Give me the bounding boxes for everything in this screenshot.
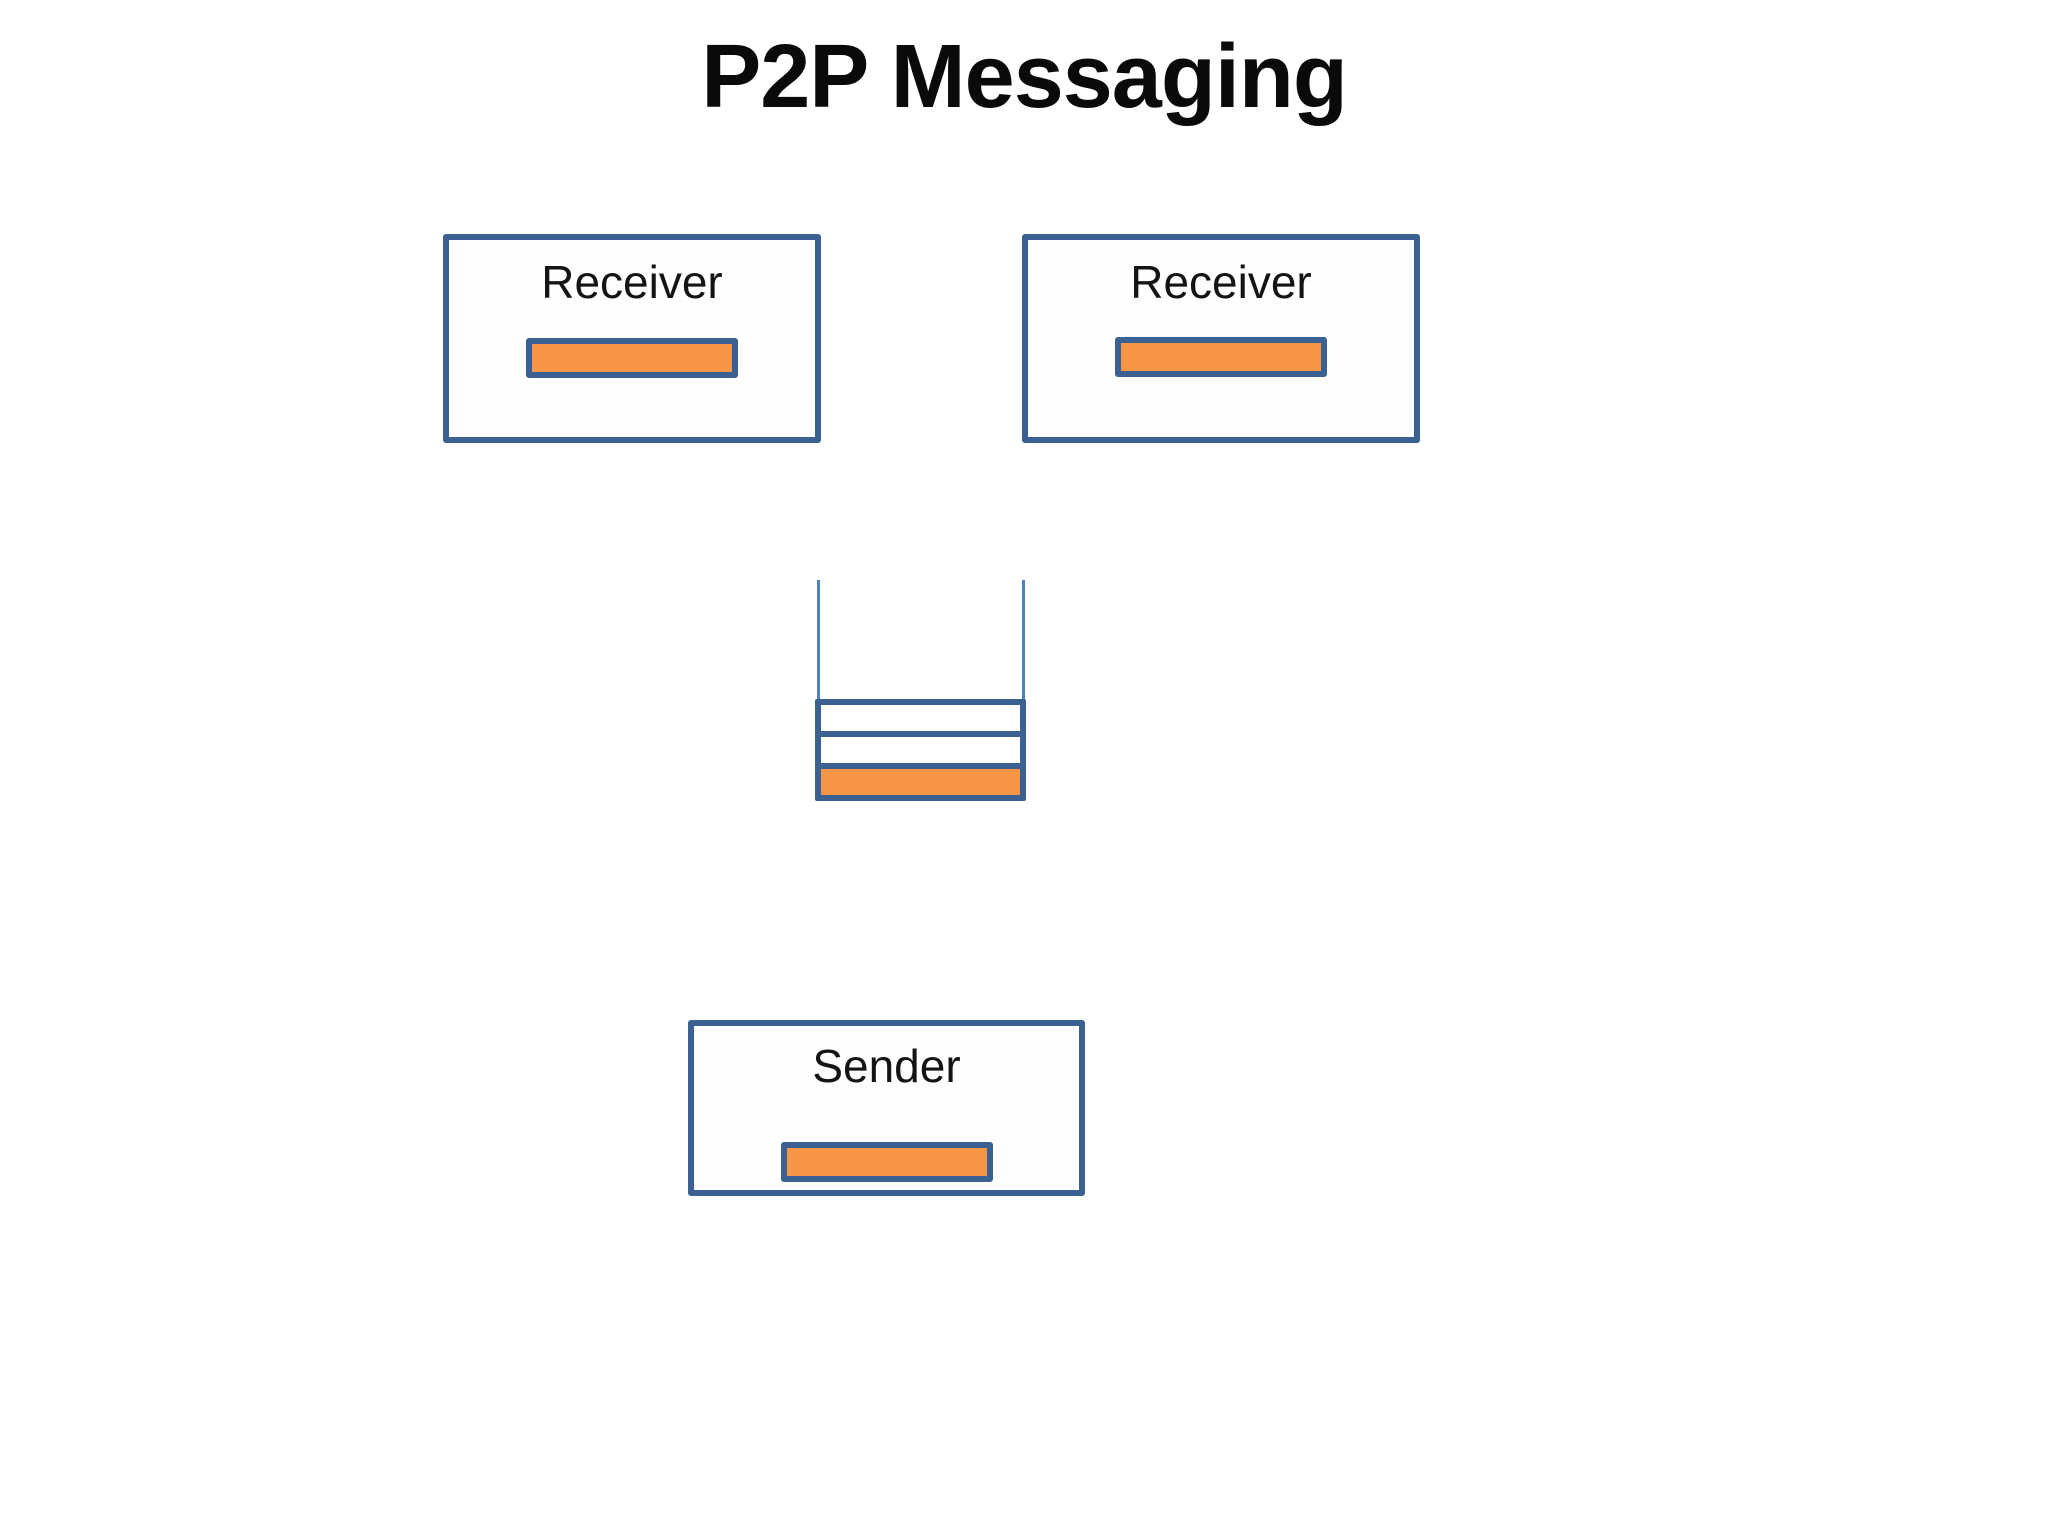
- receiver-left-box: Receiver: [443, 234, 821, 443]
- receiver-left-message-bar: [526, 338, 738, 378]
- queue-connector-line-right: [1022, 580, 1025, 701]
- receiver-left-label: Receiver: [541, 256, 723, 308]
- queue-connector-line-left: [817, 580, 820, 701]
- page-title: P2P Messaging: [701, 27, 1348, 127]
- sender-label: Sender: [812, 1040, 961, 1092]
- sender-box: Sender: [688, 1020, 1085, 1196]
- receiver-right-box: Receiver: [1022, 234, 1420, 443]
- message-queue: [815, 699, 1026, 801]
- receiver-right-message-bar: [1115, 337, 1327, 377]
- queue-slot-filled: [815, 763, 1026, 801]
- receiver-right-label: Receiver: [1130, 256, 1312, 308]
- sender-message-bar: [780, 1142, 993, 1182]
